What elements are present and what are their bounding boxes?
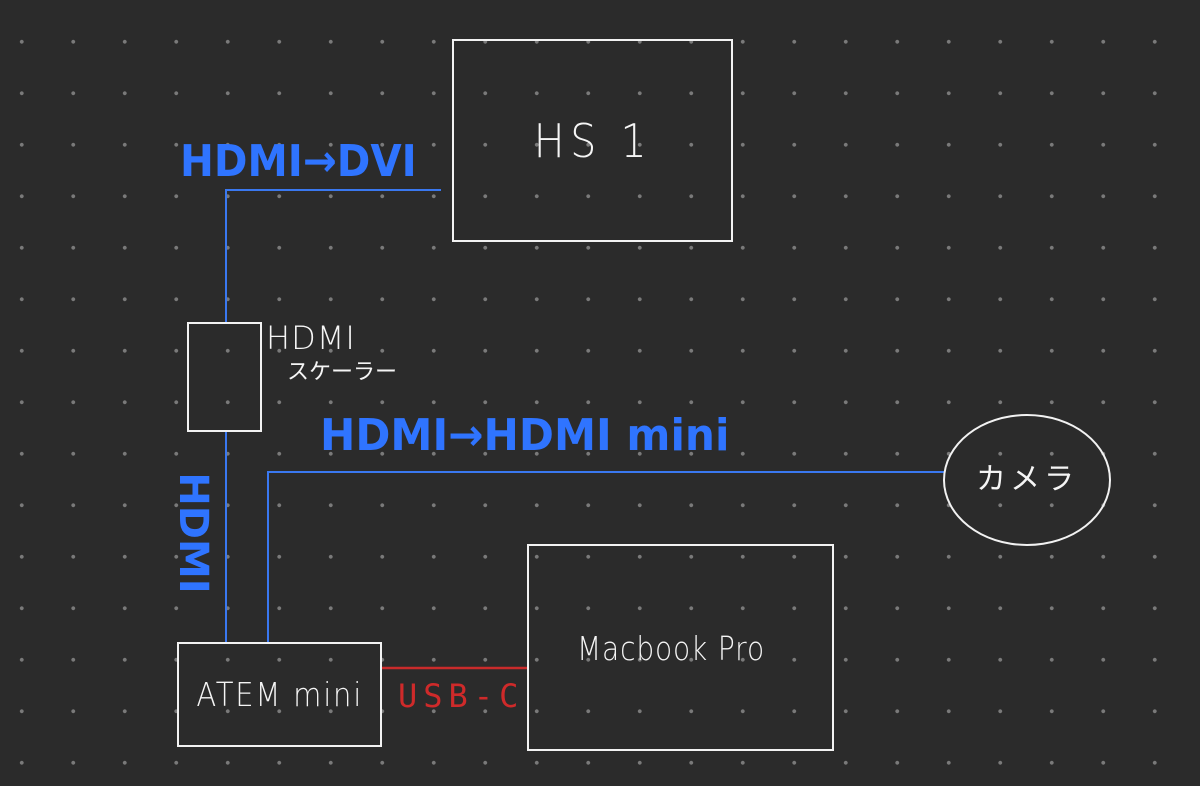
scaler-label-hdmi: HDMI: [266, 319, 356, 357]
atem-mini-label: ATEM mini: [196, 675, 363, 714]
hs1-label: HS 1: [533, 113, 652, 168]
wire-hdmi-dvi: [225, 189, 441, 322]
label-hdmi-dvi: HDMI→DVI: [180, 136, 417, 187]
wire-hdmi-mini: [267, 471, 945, 643]
camera-node: カメラ: [943, 414, 1111, 546]
macbook-pro-box: Macbook Pro: [527, 544, 834, 751]
atem-mini-box: ATEM mini: [177, 642, 382, 747]
scaler-label-kana: スケーラー: [287, 360, 398, 385]
camera-label: カメラ: [976, 462, 1078, 497]
label-hdmi-vertical: HDMI: [170, 472, 216, 594]
hdmi-scaler-box: [187, 322, 262, 432]
label-hdmi-hdmi-mini: HDMI→HDMI mini: [320, 410, 730, 461]
label-usb-c: USB-C: [398, 677, 525, 715]
macbook-pro-label: Macbook Pro: [577, 629, 765, 668]
hs1-box: HS 1: [452, 39, 733, 242]
